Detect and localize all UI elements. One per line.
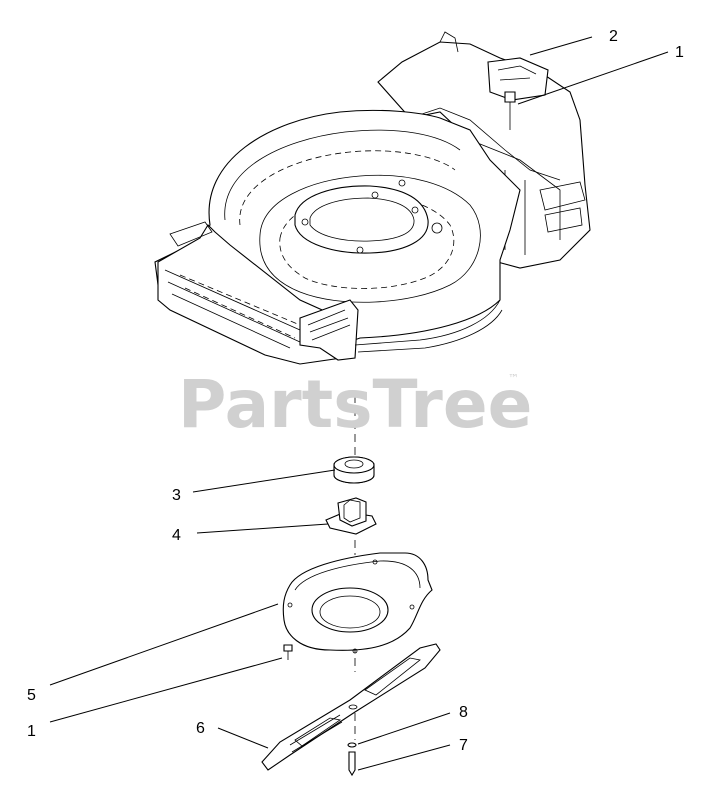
callout-1-top: 1 [675,44,684,61]
blade-part-6 [261,643,441,771]
callout-6: 6 [196,720,205,737]
blade-bolt-part-7 [348,751,356,777]
blade-adapter-part-4 [325,497,377,535]
baffle-plate-part-5 [282,552,433,654]
leader-lines [49,36,669,771]
callout-2: 2 [609,28,618,45]
washer-part-8 [347,742,357,748]
mower-deck-housing [154,31,591,365]
callout-8: 8 [459,704,468,721]
callout-1-bottom: 1 [27,723,36,740]
screw-part-1 [283,644,293,660]
callout-4: 4 [172,527,181,544]
watermark-text: PartsTree [178,366,532,443]
callout-labels: 2 1 3 4 5 1 6 8 7 [27,28,684,754]
callout-3: 3 [172,487,181,504]
watermark: PartsTree ™ [178,366,532,443]
callout-7: 7 [459,737,468,754]
callout-5: 5 [27,687,36,704]
bearing-part-3 [333,456,375,484]
watermark-trademark: ™ [508,372,519,385]
